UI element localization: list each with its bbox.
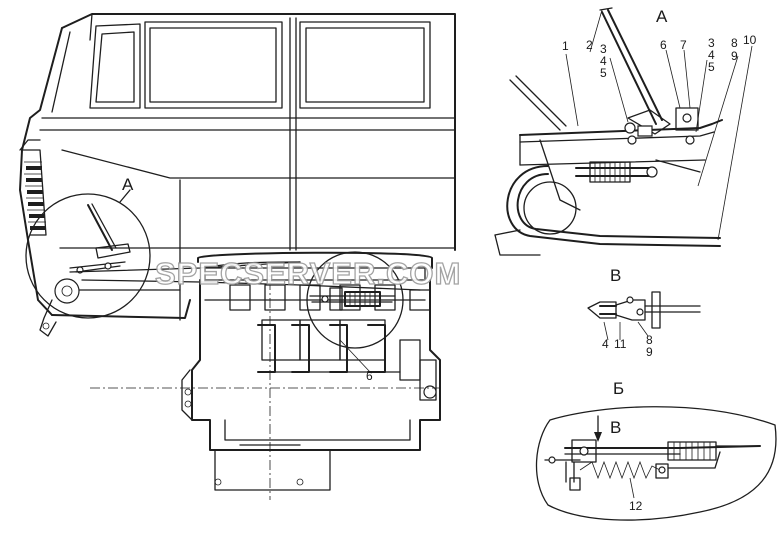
callout-4b: 4 (708, 48, 715, 62)
watermark-text: SPECSERVER.COM (155, 256, 461, 291)
view-label-b-detail: Б (613, 379, 624, 398)
callout-8b: 8 (646, 333, 653, 347)
view-label-a-main: А (122, 175, 134, 194)
center-lines (90, 262, 440, 500)
callout-6: 6 (660, 38, 667, 52)
callout-9a: 9 (731, 49, 738, 63)
callout-11: 11 (614, 337, 627, 351)
callout-1: 1 (562, 39, 569, 53)
callout-2: 2 (586, 38, 593, 52)
callout-3a: 3 (600, 42, 607, 56)
callout-9b: 9 (646, 345, 653, 359)
callout-7: 7 (680, 38, 687, 52)
engine-outline: 6 (181, 251, 441, 491)
callout-5a: 5 (600, 66, 607, 80)
view-arrow-label-v: В (610, 418, 621, 437)
cab-outline (19, 13, 456, 337)
detail-view-v: В 4 11 8 9 (587, 266, 701, 359)
callout-4c: 4 (602, 337, 609, 351)
engine-detail-circle (306, 251, 404, 349)
callout-8a: 8 (731, 36, 738, 50)
detail-view-b: Б В 12 (535, 379, 777, 521)
detail-view-a: А (494, 7, 757, 256)
view-label-a-detail: А (656, 7, 668, 26)
callout-3b: 3 (708, 36, 715, 50)
callout-4a: 4 (600, 54, 607, 68)
view-label-v-detail: В (610, 266, 621, 285)
callout-6-engine: 6 (366, 369, 373, 383)
detail-circle-a: А (25, 175, 151, 319)
callout-10: 10 (743, 33, 757, 47)
callout-12: 12 (629, 499, 643, 513)
callout-5b: 5 (708, 60, 715, 74)
